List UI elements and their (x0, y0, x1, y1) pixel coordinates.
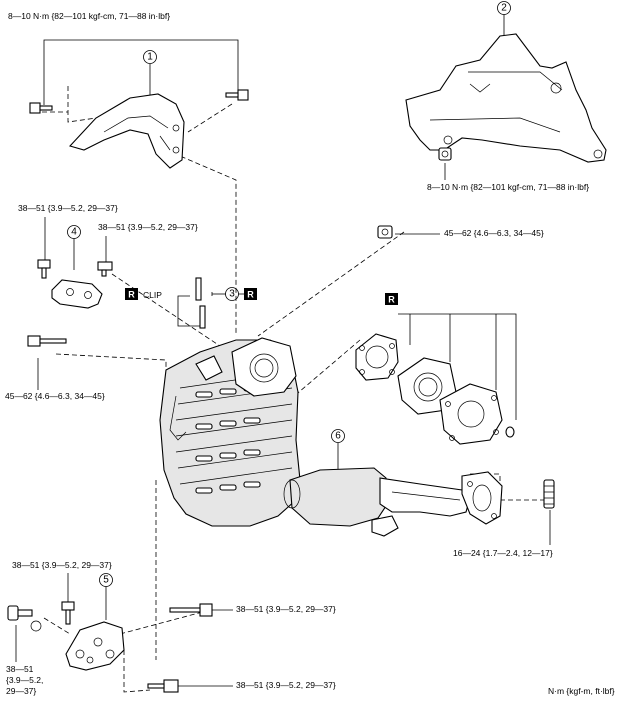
bolt-upper-left (29, 102, 53, 114)
lower-heat-insulator (405, 33, 607, 163)
o-ring-small (505, 426, 515, 438)
nut-heat-insulator (438, 147, 452, 161)
gasket-3 (439, 383, 503, 445)
bolt-upper-right (225, 89, 249, 101)
nut-exhaust-right (377, 225, 393, 239)
torque-label-bracket4-right: 38—51 {3.9—5.2, 29—37} (98, 222, 198, 232)
stud-outlet (543, 479, 555, 509)
torque-label-heat-insulator-lower: 8—10 N·m {82—101 kgf-cm, 71—88 in·lbf} (427, 182, 589, 192)
gasket-1 (355, 333, 399, 381)
clip-label: CLIP (143, 290, 162, 300)
svg-text:1: 1 (147, 52, 153, 63)
svg-text:3: 3 (229, 289, 235, 300)
replace-mark-gaskets: R (385, 293, 398, 305)
svg-text:R: R (247, 290, 254, 300)
torque-label-bracket5-top: 38—51 {3.9—5.2, 29—37} (12, 560, 112, 570)
replace-mark-clip-right: R (244, 288, 257, 300)
torque-label-bolt-bottom: 38—51 {3.9—5.2, 29—37} (236, 680, 336, 690)
svg-text:R: R (128, 290, 135, 300)
part-number-3: 3 (225, 287, 239, 301)
torque-label-bolt-middle: 38—51 {3.9—5.2, 29—37} (236, 604, 336, 614)
stud-left-lower (7, 605, 42, 632)
torque-label-stud-left-2: {3.9—5.2, (6, 675, 43, 685)
svg-text:R: R (388, 295, 395, 305)
svg-text:6: 6 (335, 431, 341, 442)
bracket-4 (51, 279, 103, 309)
exhaust-manifold-catalyst (159, 337, 503, 537)
part-number-4: 4 (67, 225, 81, 270)
alignment-lines (42, 86, 550, 693)
clip-pair (195, 277, 206, 329)
bolt-bracket4-right (97, 261, 113, 277)
heat-shield-slots (195, 385, 261, 494)
svg-text:2: 2 (501, 3, 507, 14)
bolt-bracket5-top (61, 601, 75, 625)
units-note: N·m {kgf-m, ft·lbf} (548, 686, 615, 696)
part-number-5: 5 (99, 573, 113, 620)
part-number-6: 6 (331, 429, 345, 470)
torque-label-stud-left-1: 38—51 (6, 664, 34, 674)
upper-heat-insulator (68, 93, 185, 169)
part-number-2: 2 (497, 1, 511, 40)
torque-label-bracket4-left: 38—51 {3.9—5.2, 29—37} (18, 203, 118, 213)
torque-label-stud: 16—24 {1.7—2.4, 12—17} (453, 548, 553, 558)
bolt-long-left (27, 335, 67, 347)
bolt-bracket4-left (37, 259, 51, 279)
part-number-1: 1 (143, 50, 157, 100)
replace-mark-clip: R (125, 288, 138, 300)
bracket-5 (65, 621, 125, 671)
torque-label-nut-right: 45—62 {4.6—6.3, 34—45} (444, 228, 544, 238)
svg-text:5: 5 (103, 575, 109, 586)
bolt-middle-long (169, 603, 213, 617)
torque-label-stud-left-3: 29—37} (6, 686, 36, 696)
torque-label-bolt-left: 45—62 {4.6—6.3, 34—45} (5, 391, 105, 401)
torque-label-heat-insulator-upper: 8—10 N·m {82—101 kgf-cm, 71—88 in·lbf} (8, 11, 170, 21)
svg-text:4: 4 (71, 227, 77, 238)
bolt-bottom (147, 679, 179, 693)
leader-lines (15, 39, 551, 687)
